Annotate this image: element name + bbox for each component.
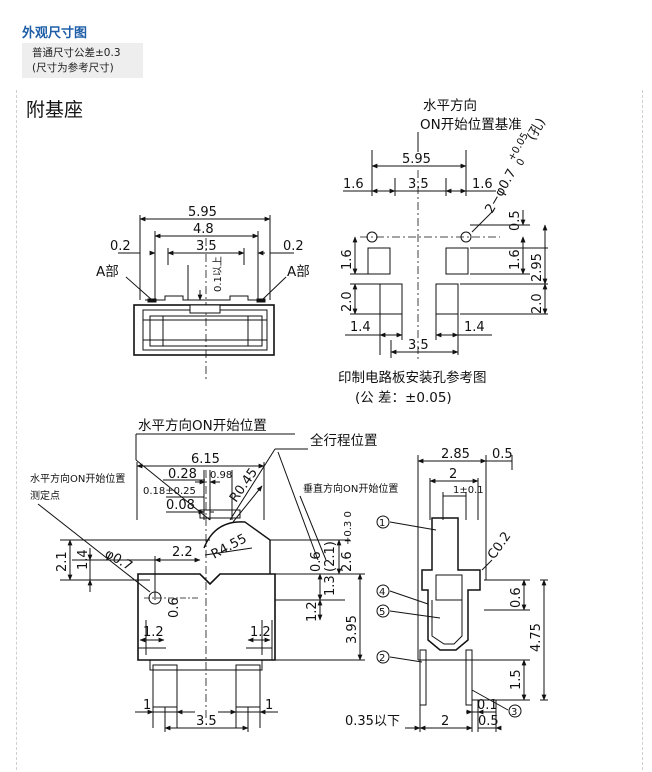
pcb-dim-1-4-right: 1.4	[464, 320, 485, 335]
front-dim-0-08: 0.08	[166, 498, 195, 513]
front-dim-1-4: 1.4	[76, 549, 91, 570]
front-dim-2-6: 2.6	[340, 551, 355, 572]
label-a-left: A部	[96, 264, 119, 280]
pcb-dim-1-4-left: 1.4	[350, 320, 371, 335]
side-view	[376, 455, 548, 732]
front-dim-1-right: 1	[265, 698, 273, 713]
front-dim-0-28: 0.28	[168, 467, 197, 482]
top-dim-0-2-left: 0.2	[110, 239, 131, 254]
front-dim-2-6-tol: +0.3 0	[343, 511, 354, 545]
pcb-dim-2-95: 2.95	[530, 253, 545, 282]
top-view	[118, 215, 294, 380]
front-dim-0-98: 0.98	[210, 470, 232, 481]
front-dim-r4-55: R4.55	[209, 531, 250, 562]
front-dim-1-2: 1.2	[305, 601, 320, 622]
pcb-dim-1-6-r: 1.6	[508, 249, 523, 270]
front-dim-3-5: 3.5	[196, 714, 217, 729]
front-dim-0-6b: 0.6	[309, 551, 324, 572]
side-dim-4-75: 4.75	[529, 623, 544, 652]
pcb-dim-1-6-right: 1.6	[472, 177, 493, 192]
front-dim-0-18: 0.18±0.25	[143, 486, 196, 497]
front-dim-2-2: 2.2	[172, 545, 193, 560]
front-dim-0-6: 0.6	[167, 597, 182, 618]
top-dim-5-95: 5.95	[188, 205, 217, 220]
frame-border	[16, 90, 643, 770]
top-dim-4-8: 4.8	[193, 222, 214, 237]
side-dim-0-5b: 0.5	[478, 714, 499, 729]
side-dim-1: 1±0.1	[453, 485, 484, 496]
front-dim-2-1b: (2.1)	[323, 541, 338, 572]
pcb-dim-2-0-right: 2.0	[530, 293, 545, 314]
callout-3: 3	[511, 707, 517, 718]
front-dim-1-2-right: 1.2	[250, 625, 271, 640]
side-dim-0-1: 0.1	[477, 698, 498, 713]
pcb-pattern	[343, 132, 548, 360]
pcb-dim-3-5: 3.5	[408, 177, 429, 192]
side-dim-2: 2	[449, 467, 457, 482]
front-label-full: 全行程位置	[310, 432, 378, 449]
page-title: 外观尺寸图	[22, 26, 88, 41]
front-label-vertical: 垂直方向ON开始位置	[303, 482, 398, 495]
callout-1: 1	[379, 518, 385, 529]
front-view	[37, 433, 365, 732]
label-a-right: A部	[287, 264, 310, 280]
pcb-dim-3-5-bottom: 3.5	[408, 338, 429, 353]
side-dim-0-5: 0.5	[492, 447, 513, 462]
tolerance-note: 普通尺寸公差±0.3 (尺寸为参考尺寸)	[22, 43, 143, 78]
pcb-dim-5-95: 5.95	[402, 152, 431, 167]
side-dim-0-35: 0.35以下	[345, 714, 400, 729]
front-dim-1-3: 1.3	[323, 575, 338, 596]
side-dim-2-85: 2.85	[441, 447, 470, 462]
side-dim-1-5: 1.5	[509, 669, 524, 690]
pcb-tolerance: (公 差：±0.05)	[355, 390, 452, 406]
front-dim-phi-0-7: φ0.7	[102, 546, 135, 574]
top-dim-0-1: 0.1以上	[212, 256, 224, 292]
top-dim-3-5: 3.5	[196, 239, 217, 254]
pcb-dim-1-6-left: 1.6	[343, 177, 364, 192]
side-dim-2b: 2	[441, 714, 449, 729]
front-dim-1-2-left: 1.2	[143, 625, 164, 640]
front-dim-1-left: 1	[143, 698, 151, 713]
note-line-1: 普通尺寸公差±0.3	[32, 47, 121, 59]
front-dim-2-1: 2.1	[55, 551, 70, 572]
side-dim-0-6: 0.6	[509, 587, 524, 608]
pcb-dim-0-5: 0.5	[508, 210, 523, 231]
section-title: 附基座	[26, 99, 83, 121]
pcb-ref-line1: 水平方向	[423, 98, 477, 114]
note-line-2: (尺寸为参考尺寸)	[32, 62, 114, 74]
callout-2: 2	[379, 653, 385, 664]
top-dim-0-2-right: 0.2	[283, 239, 304, 254]
pcb-dim-1-6-l: 1.6	[340, 249, 355, 270]
callout-4: 4	[379, 587, 385, 598]
callout-5: 5	[379, 607, 385, 618]
pcb-caption: 印制电路板安装孔参考图	[338, 369, 487, 386]
pcb-dim-2-0-left: 2.0	[340, 291, 355, 312]
front-dim-3-95: 3.95	[345, 615, 360, 644]
front-dim-6-15: 6.15	[191, 452, 220, 467]
front-label-measure1: 水平方向ON开始位置	[30, 472, 125, 485]
front-label-on: 水平方向ON开始位置	[138, 418, 267, 434]
side-dim-c0-2: C0.2	[485, 529, 514, 562]
pcb-hole-tol-minus: 0	[515, 157, 528, 168]
pcb-ref-line2: ON开始位置基准	[420, 116, 522, 133]
front-label-measure2: 测定点	[30, 489, 60, 502]
